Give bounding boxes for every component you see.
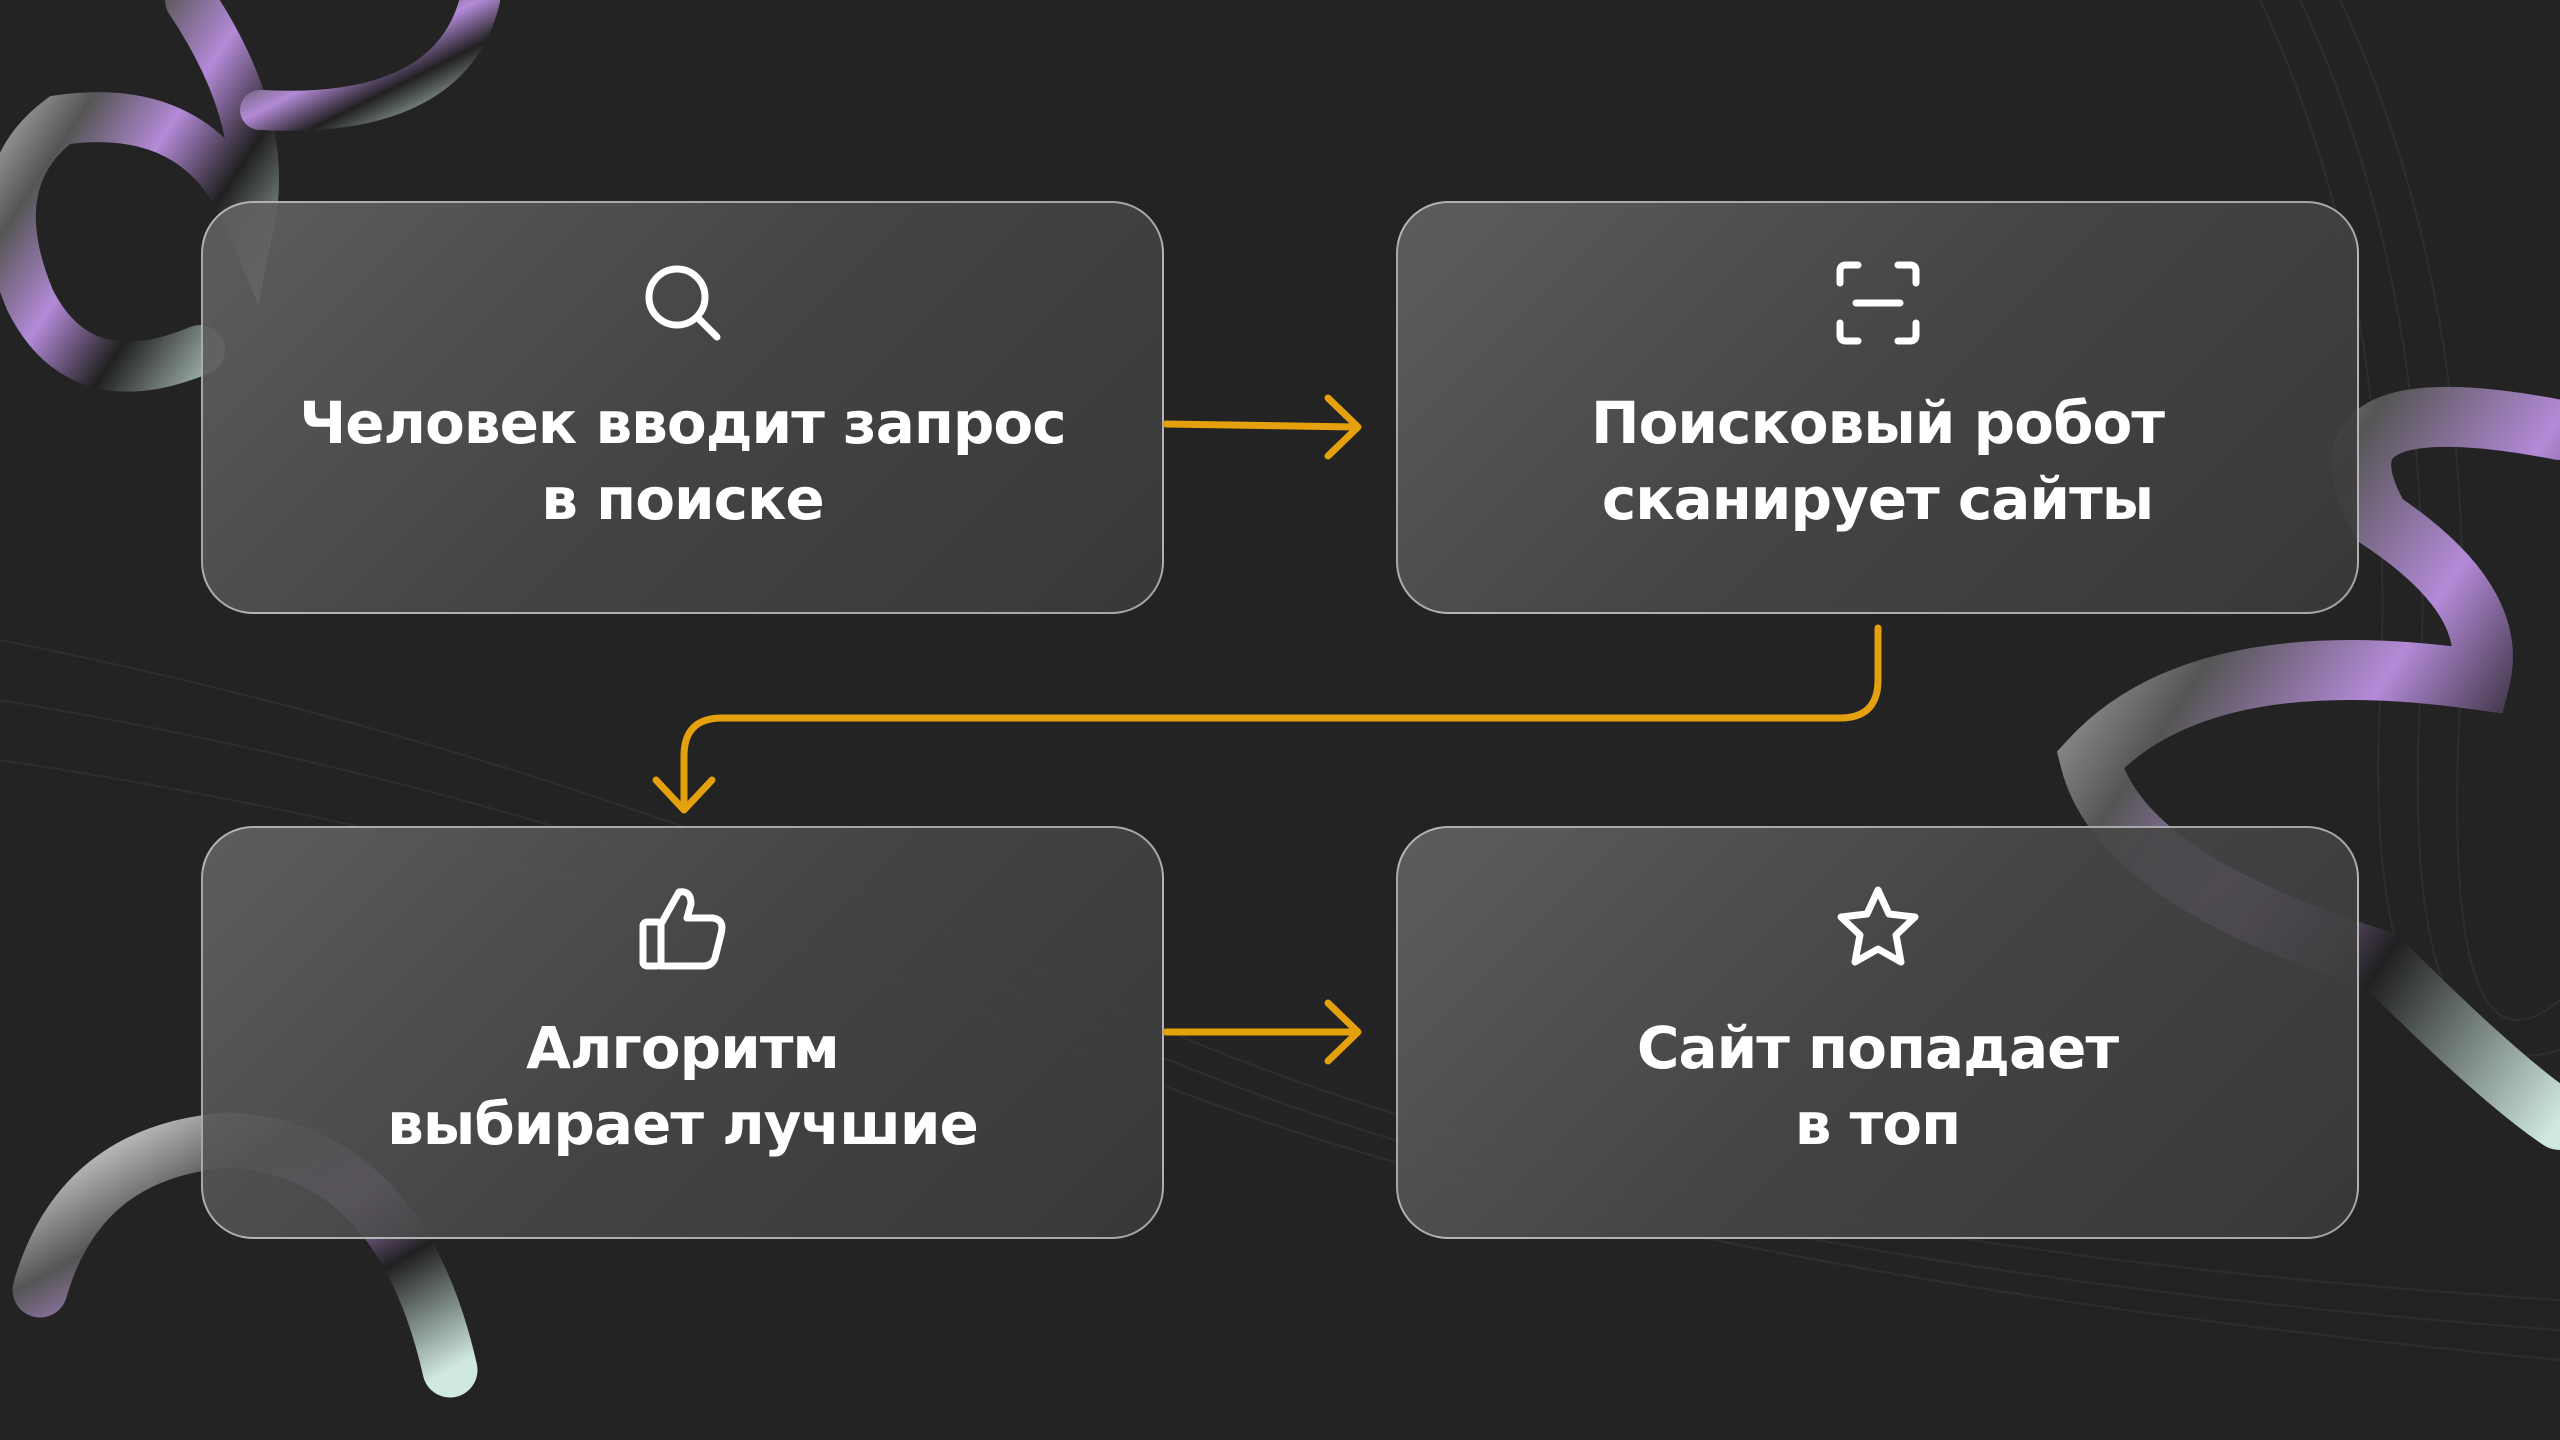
step-text: Человек вводит запрос в поиске — [299, 385, 1066, 537]
scan-icon — [1836, 261, 1919, 345]
step-text: Алгоритм выбирает лучшие — [387, 1010, 979, 1162]
step-text: Сайт попадает в топ — [1636, 1010, 2119, 1162]
step-card-search-query: Человек вводит запрос в поиске — [201, 201, 1164, 614]
step-text-line: Алгоритм — [526, 1014, 840, 1082]
step-card-algorithm-selects: Алгоритм выбирает лучшие — [201, 826, 1164, 1239]
step-text-line: Сайт попадает — [1636, 1014, 2119, 1082]
step-text-line: в поиске — [541, 465, 825, 533]
step-card-site-in-top: Сайт попадает в топ — [1396, 826, 2359, 1239]
star-icon — [1837, 886, 1918, 966]
step-text: Поисковый робот сканирует сайты — [1591, 385, 2165, 537]
step-text-line: в топ — [1794, 1090, 1961, 1158]
step-card-robot-scans: Поисковый робот сканирует сайты — [1396, 201, 2359, 614]
search-icon — [645, 265, 720, 341]
step-text-line: Поисковый робот — [1591, 389, 2165, 457]
step-text-line: Человек вводит запрос — [299, 389, 1066, 457]
step-text-line: сканирует сайты — [1601, 465, 2154, 533]
step-text-line: выбирает лучшие — [387, 1090, 979, 1158]
thumbs-up-icon — [639, 888, 725, 970]
